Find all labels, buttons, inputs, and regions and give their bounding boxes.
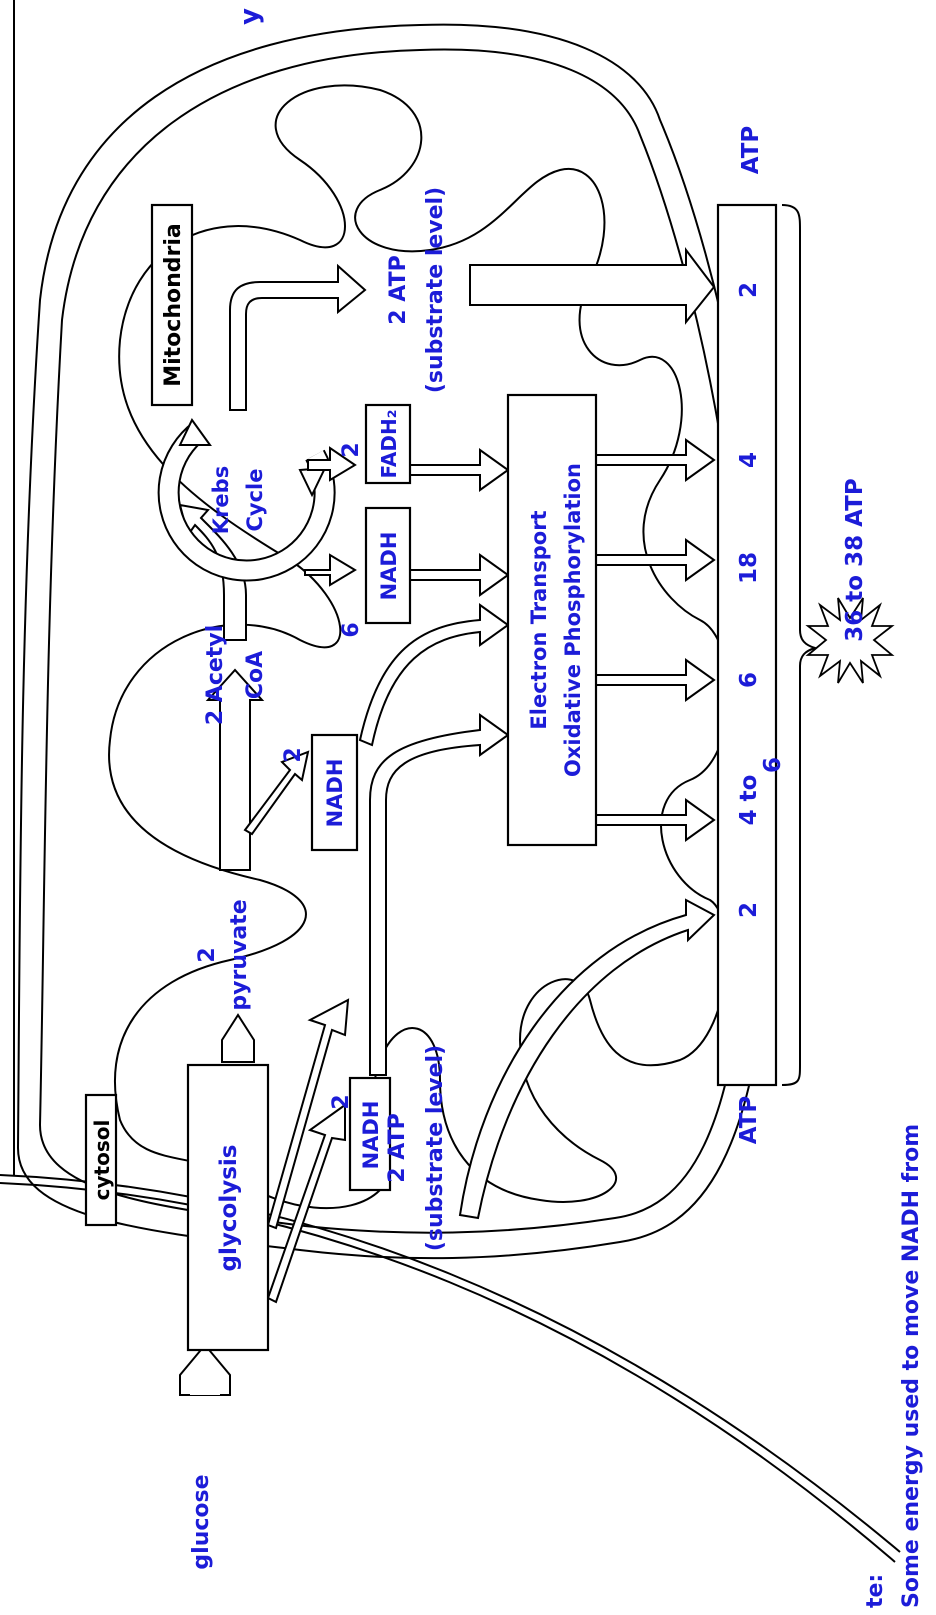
pyruvate-label: pyruvate [227,899,252,1010]
note-line1: Some energy used to move NADH from [899,1124,924,1608]
fadh2-label: FADH₂ [377,410,401,479]
mitochondria-label: Mitochondria [161,223,186,387]
krebs-substrate-label: (substrate level) [423,187,448,393]
tally-atp-top: ATP [738,126,764,175]
nadh-pyruvate-label: NADH [323,759,347,828]
glycolysis-atp-label: 2 ATP [385,1113,410,1182]
note-heading: te: [863,1574,888,1608]
total-atp-label: 36 to 38 ATP [842,478,868,641]
nadh-krebs-label: NADH [377,532,401,601]
atp-tally-box [718,205,776,1085]
cytosol-label: cytosol [90,1120,114,1201]
tally-6-sub: 6 [760,757,786,773]
etc-line2: Oxidative Phosphorylation [561,463,585,777]
acetyl-coa-line1: 2 Acetyl [203,625,228,725]
tally-2-glycolysis: 2 [736,902,762,918]
tally-18-nadh: 18 [736,552,762,584]
glycolysis-label: glycolysis [216,1145,242,1272]
etc-line1: Electron Transport [527,510,551,729]
nadh-cytosol-label: NADH [359,1101,383,1170]
pyruvate-count: 2 [195,947,220,962]
glucose-label: glucose [189,1474,214,1569]
acetyl-coa-line2: CoA [243,651,268,699]
krebs-line1: Krebs [209,466,233,534]
fadh2-count: 2 [339,442,364,457]
brace [782,205,815,1085]
krebs-atp-label: 2 ATP [386,255,411,324]
nadh-krebs-count: 6 [339,622,364,637]
tally-4to-nadh: 4 to [736,775,762,826]
glycolysis-substrate-label: (substrate level) [423,1045,448,1251]
tally-atp-bottom: ATP [736,1096,762,1145]
mitochondrion-outer-membrane [18,25,775,1259]
nadh-cytosol-count: 2 [329,1094,354,1109]
tally-2-krebs: 2 [736,282,762,298]
krebs-line2: Cycle [243,469,267,532]
tally-6-nadh: 6 [736,672,762,688]
tally-4-fadh: 4 [736,452,762,468]
top-partial-mark: y [235,8,265,25]
nadh-pyruvate-count: 2 [281,747,306,762]
